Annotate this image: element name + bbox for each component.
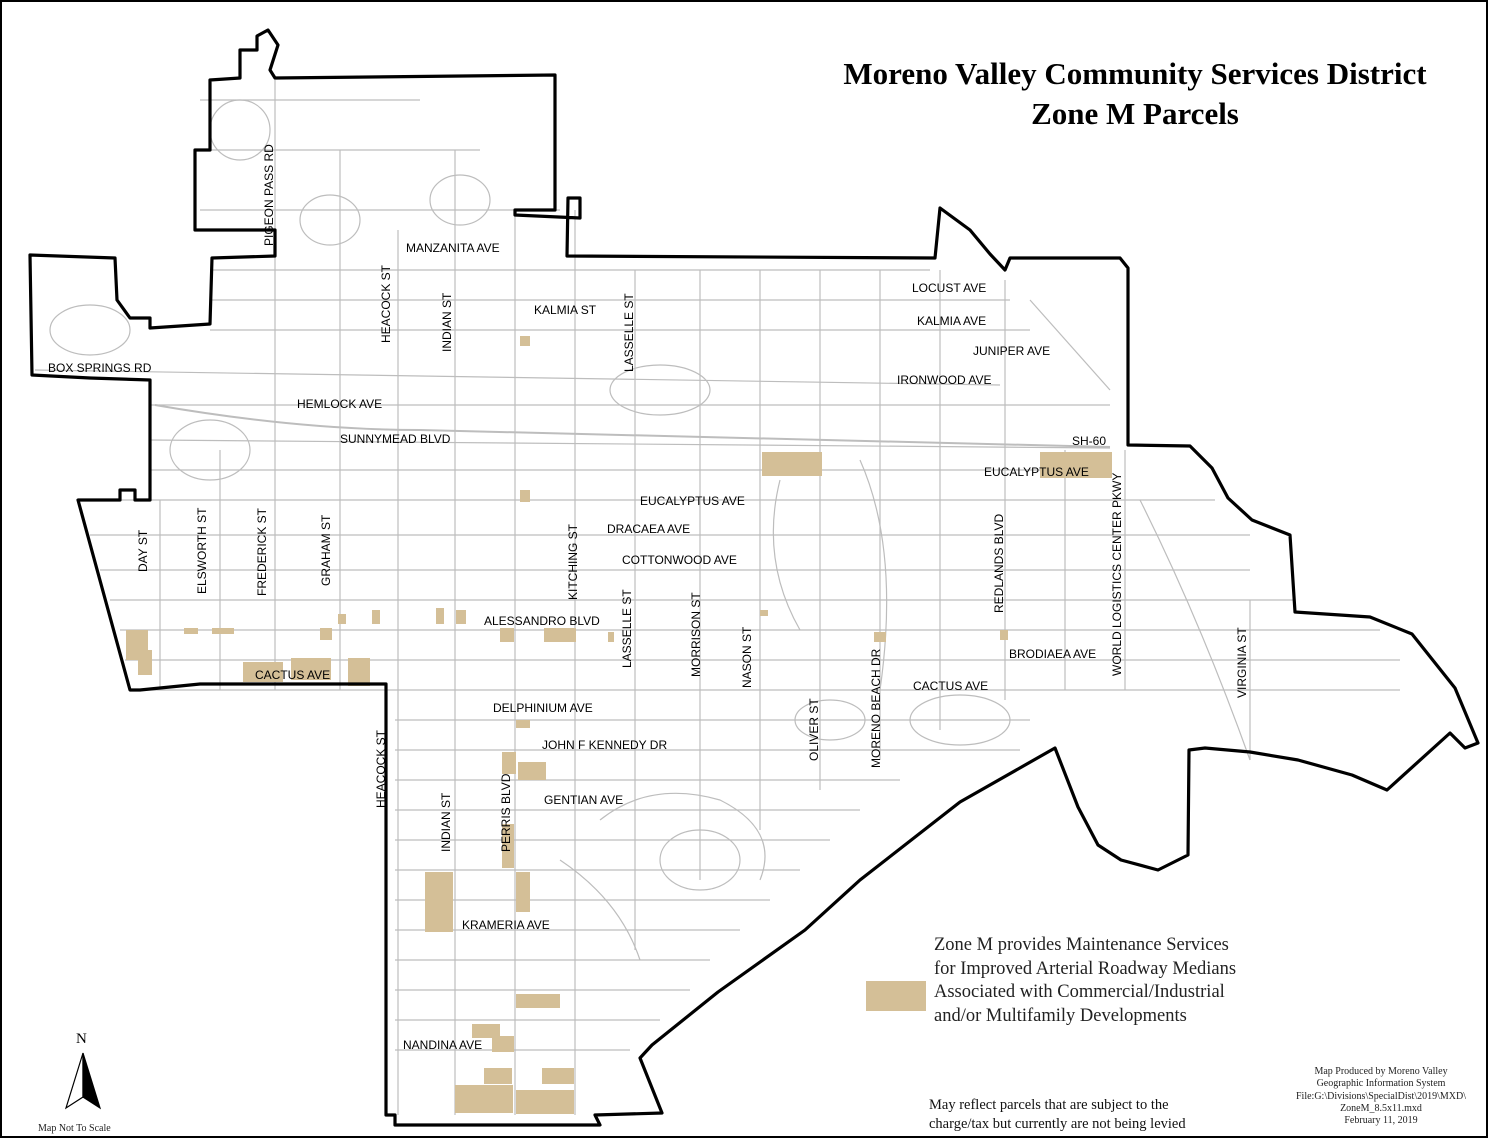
parcel [874,632,886,642]
street-label-krameria-ave: KRAMERIA AVE [462,918,550,932]
street-labels: PIGEON PASS RD MANZANITA AVE HEACOCK ST … [48,144,1249,1052]
parcel [1000,630,1008,640]
parcel [338,614,346,624]
street-label-cactus-ave-east: CACTUS AVE [913,679,988,693]
street-label-cottonwood-ave: COTTONWOOD AVE [622,553,737,567]
street-label-lasselle-st-south: LASSELLE ST [620,589,634,668]
street-label-john-f-kennedy-dr: JOHN F KENNEDY DR [542,738,667,752]
street-label-delphinium-ave: DELPHINIUM AVE [493,701,593,715]
street-label-eucalyptus-ave-mid: EUCALYPTUS AVE [640,494,745,508]
parcel [472,1024,500,1038]
credit-line: February 11, 2019 [1344,1115,1418,1127]
parcel [544,628,576,642]
map-credit: Map Produced by Moreno Valley Geographic… [1276,1066,1486,1127]
legend-swatch [866,981,926,1011]
parcel [484,1068,512,1084]
street-label-pigeon-pass-rd: PIGEON PASS RD [262,144,276,246]
map-title: Moreno Valley Community Services Distric… [843,56,1427,91]
street-label-box-springs-rd: BOX SPRINGS RD [48,361,152,375]
parcel [502,752,516,774]
parcel [518,762,546,780]
street-label-hemlock-ave: HEMLOCK AVE [297,397,382,411]
scale-note: Map Not To Scale [38,1123,111,1134]
parcel [243,662,283,682]
street-label-ironwood-ave: IRONWOOD AVE [897,373,991,387]
parcel [516,872,530,912]
street-label-kitching-st: KITCHING ST [566,523,580,600]
street-label-kalmia-st: KALMIA ST [534,303,597,317]
parcel [1040,452,1112,478]
street-network [34,80,1400,1115]
parcel [455,1085,513,1113]
street-label-virginia-st: VIRGINIA ST [1235,627,1249,698]
parcel [500,628,514,642]
credit-line: ZoneM_8.5x11.mxd [1340,1102,1422,1114]
parcel [291,658,331,680]
parcel [608,632,614,642]
street-label-manzanita-ave: MANZANITA AVE [406,241,500,255]
street-label-brodiaea-ave: BRODIAEA AVE [1009,647,1096,661]
street-label-eucalyptus-ave-east: EUCALYPTUS AVE [984,465,1089,479]
street-label-cactus-ave-west: CACTUS AVE [255,668,330,682]
zone-m-parcels [126,336,1112,1114]
street-label-oliver-st: OLIVER ST [807,698,821,761]
street-label-heacock-st-south: HEACOCK ST [374,729,388,808]
parcel [138,650,152,675]
street-label-juniper-ave: JUNIPER AVE [973,344,1050,358]
parcel [516,1090,574,1114]
street-label-gentian-ave: GENTIAN AVE [544,793,623,807]
legend-description: Zone M provides Maintenance Services for… [934,935,1237,1026]
street-label-sh-60: SH-60 [1072,434,1106,448]
street-label-elsworth-st: ELSWORTH ST [195,507,209,594]
street-label-sunnymead-blvd: SUNNYMEAD BLVD [340,432,451,446]
street-label-nandina-ave: NANDINA AVE [403,1038,482,1052]
parcel [436,608,444,624]
street-label-redlands-blvd: REDLANDS BLVD [992,514,1006,613]
street-label-world-logistics-center-pkwy: WORLD LOGISTICS CENTER PKWY [1110,473,1124,676]
parcel [184,628,198,634]
street-label-locust-ave: LOCUST AVE [912,281,986,295]
parcel [762,452,822,476]
street-label-alessandro-blvd: ALESSANDRO BLVD [484,614,600,628]
street-label-moreno-beach-dr: MORENO BEACH DR [869,648,883,768]
map-subtitle: Zone M Parcels [1031,96,1239,131]
parcel [456,610,466,624]
street-label-morrison-st: MORRISON ST [689,592,703,677]
street-label-day-st: DAY ST [136,529,150,572]
street-label-heacock-st-north: HEACOCK ST [379,264,393,343]
parcel [520,336,530,346]
parcel [425,872,453,932]
street-label-lasselle-st-north: LASSELLE ST [622,293,636,372]
parcel [372,610,380,624]
street-label-kalmia-ave: KALMIA AVE [917,314,986,328]
parcel [348,658,370,686]
street-label-nason-st: NASON ST [740,626,754,688]
levy-note: May reflect parcels that are subject to … [929,1097,1186,1132]
parcel [492,1036,514,1052]
north-arrow-icon [64,1052,102,1110]
street-label-graham-st: GRAHAM ST [319,514,333,586]
street-label-dracaea-ave: DRACAEA AVE [607,522,690,536]
parcel [520,490,530,502]
parcel [516,720,530,728]
north-letter: N [76,1031,87,1047]
parcel [212,628,234,634]
credit-line: File:G:\Divisions\SpecialDist\2019\MXD\ [1295,1090,1466,1102]
parcel [320,628,332,640]
parcel [502,824,514,868]
credit-line: Map Produced by Moreno Valley [1314,1066,1448,1077]
parcel [542,1068,574,1084]
credit-line: Geographic Information System [1316,1078,1446,1090]
parcel [760,610,768,616]
street-label-indian-st-north: INDIAN ST [440,292,454,352]
city-boundary [28,28,1480,1127]
street-label-indian-st-south: INDIAN ST [439,792,453,852]
street-label-perris-blvd: PERRIS BLVD [499,773,513,852]
parcel [516,994,560,1008]
street-label-frederick-st: FREDERICK ST [255,507,269,596]
